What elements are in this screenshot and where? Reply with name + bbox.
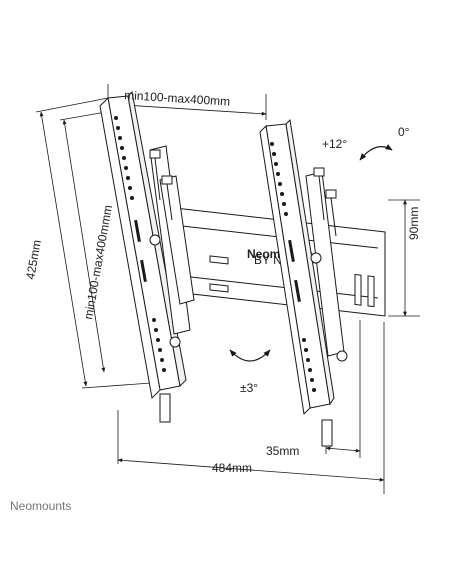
left-screws [149, 149, 181, 348]
left-bracket-holes [114, 116, 166, 372]
right-bracket-holes [270, 142, 316, 392]
total-width-label: 484mm [212, 461, 252, 475]
depth-label: 35mm [266, 444, 299, 458]
level-adjust-label: ±3° [240, 381, 258, 395]
right-screws [310, 167, 348, 362]
tilt-arrow [359, 144, 393, 161]
top-width-label: min100-max400mm [124, 88, 231, 109]
brand-logo: Neomounts [10, 499, 71, 513]
left-bracket [99, 90, 195, 423]
level-arrow [229, 349, 271, 362]
tilt-up-label: +12° [322, 137, 347, 151]
overall-height-label: 425mm [23, 239, 44, 281]
dimension-lines [35, 84, 420, 494]
plate-height-label: 90mm [407, 207, 421, 240]
tilt-zero-label: 0° [398, 125, 410, 139]
